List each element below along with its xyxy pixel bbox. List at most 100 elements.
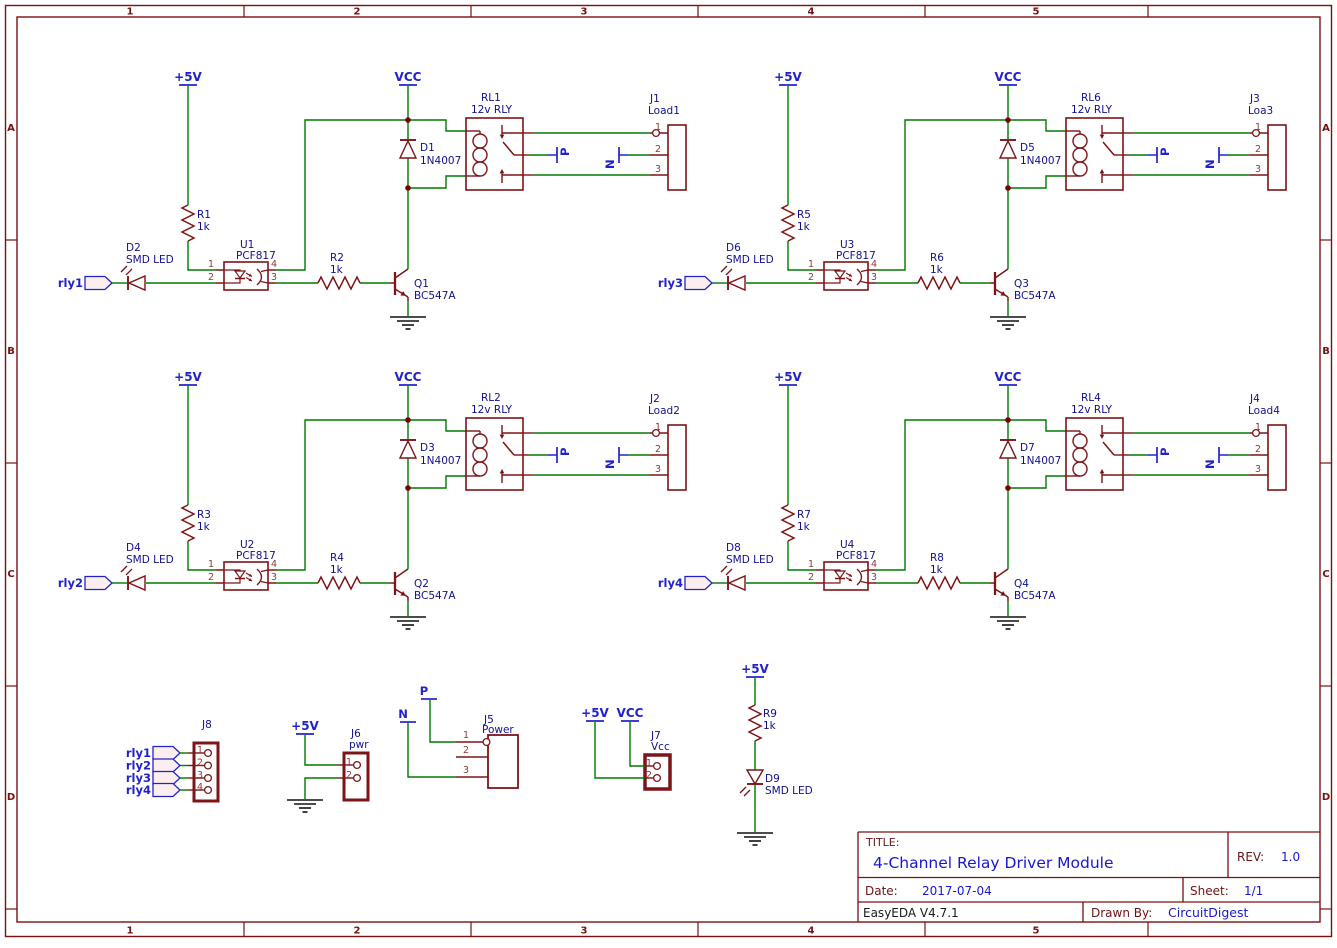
net-flag-p[interactable]: P	[548, 147, 572, 163]
power-flag-5v[interactable]: +5V	[774, 370, 803, 386]
power-flag-vcc[interactable]: VCC	[617, 706, 644, 722]
ground-symbol[interactable]	[990, 316, 1026, 330]
power-flag-5v[interactable]: +5V	[291, 719, 320, 735]
tool-version: EasyEDA V4.7.1	[863, 906, 959, 920]
power-flag-vcc[interactable]: VCC	[995, 370, 1022, 386]
junction-dot	[1005, 185, 1011, 191]
component-value: 1N4007	[1020, 155, 1061, 167]
channel-wires[interactable]	[112, 386, 650, 616]
drawn-by-value: CircuitDigest	[1168, 905, 1248, 920]
component-ref: R4	[330, 552, 344, 564]
net-flag-n[interactable]: N	[1203, 147, 1228, 169]
channel-wires[interactable]	[712, 386, 1250, 616]
net-flag-p[interactable]: P	[1148, 447, 1172, 463]
ground-symbol[interactable]	[737, 832, 773, 846]
power-flag-5v[interactable]: +5V	[174, 70, 203, 86]
component-ref: D5	[1020, 142, 1035, 154]
net-flag-input[interactable]: rly2	[58, 575, 113, 591]
component-ref: Q3	[1014, 278, 1029, 290]
component-value: Load2	[648, 405, 680, 417]
power-flag-5v[interactable]: +5V	[774, 70, 803, 86]
net-flag-n[interactable]: N	[603, 147, 628, 169]
pin-number: 3	[197, 770, 203, 781]
ground-symbol[interactable]	[390, 616, 426, 630]
net-flag-input[interactable]: rly4	[126, 782, 181, 798]
net-flag-p[interactable]: P	[420, 684, 437, 700]
ground-symbol[interactable]	[390, 316, 426, 330]
net-label: N	[1203, 459, 1217, 469]
net-flag-input[interactable]: rly1	[58, 275, 113, 291]
junction-dot	[405, 117, 411, 123]
component-value: PCF817	[236, 250, 276, 262]
power-flag-vcc[interactable]: VCC	[395, 370, 422, 386]
ground-symbol[interactable]	[990, 616, 1026, 630]
net-flag-n[interactable]: N	[603, 447, 628, 469]
channel-wires[interactable]	[112, 86, 650, 316]
power-flag-5v[interactable]: +5V	[741, 662, 770, 678]
component-ref: R5	[797, 209, 811, 221]
power-flag-5v[interactable]: +5V	[174, 370, 203, 386]
net-flag-p[interactable]: P	[548, 447, 572, 463]
title-block: TITLE: 4-Channel Relay Driver Module REV…	[857, 831, 1320, 922]
net-flag-input[interactable]: rly3	[658, 275, 713, 291]
net-flag-input[interactable]: rly1	[126, 745, 181, 761]
component-ref: J6	[350, 728, 361, 740]
ground-symbol[interactable]	[287, 799, 323, 813]
pin-number: 3	[871, 572, 877, 583]
component-value: Load1	[648, 105, 680, 117]
power-flag-5v[interactable]: +5V	[581, 706, 610, 722]
pin-number: 3	[1255, 464, 1261, 475]
component-value: Power	[482, 724, 514, 736]
net-flag-n[interactable]: N	[398, 707, 416, 723]
net-flag-input[interactable]: rly3	[126, 770, 181, 786]
component-value: 1k	[330, 564, 344, 576]
component-value: BC547A	[1014, 590, 1056, 602]
net-flag-input[interactable]: rly4	[658, 575, 713, 591]
power-flag-vcc[interactable]: VCC	[995, 70, 1022, 86]
net-flag-p[interactable]: P	[1148, 147, 1172, 163]
power-flag-vcc[interactable]: VCC	[395, 70, 422, 86]
channel-wires[interactable]	[712, 86, 1250, 316]
net-flag-n[interactable]: N	[1203, 447, 1228, 469]
net-flag-input[interactable]: rly2	[126, 758, 181, 773]
